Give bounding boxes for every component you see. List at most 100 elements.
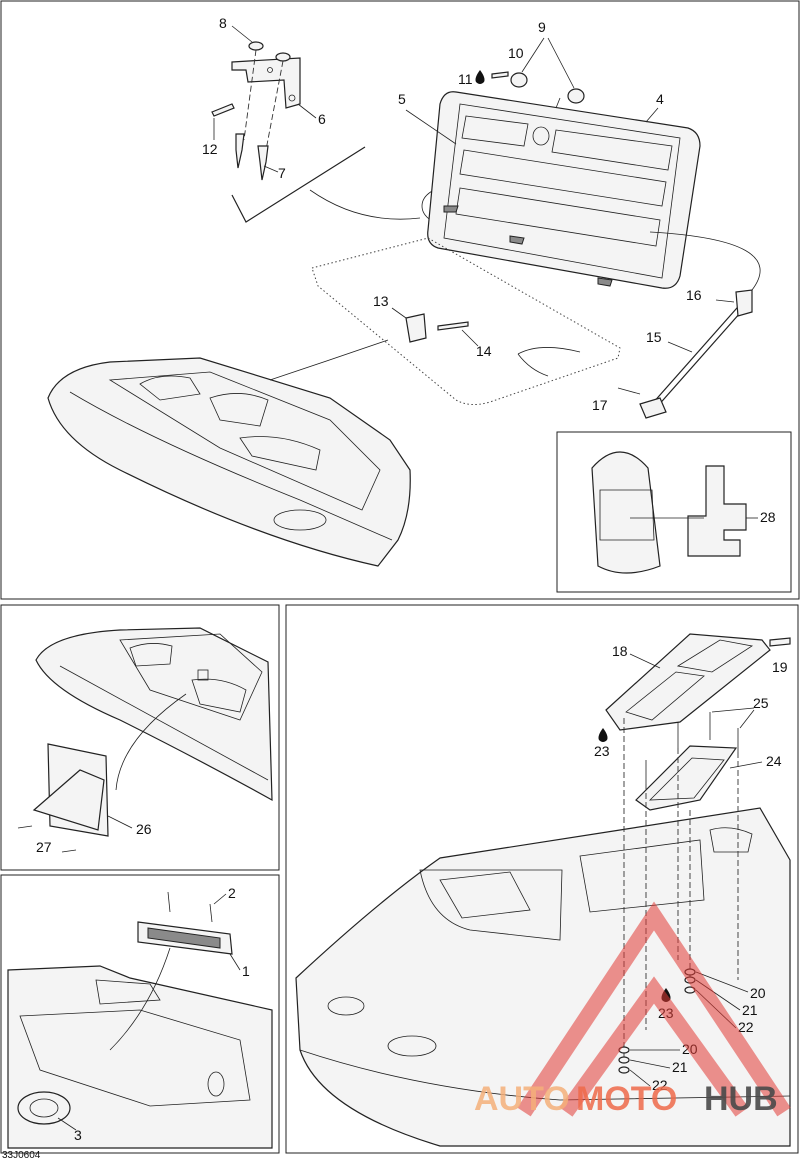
leader: [629, 1059, 671, 1069]
screw: [715, 299, 735, 303]
cockpit: [108, 371, 381, 511]
assembly-line: [243, 49, 257, 141]
bottom-left-drawing: [7, 891, 273, 1149]
watermark-moto: MOTO: [576, 1080, 677, 1118]
leader: [629, 653, 661, 669]
latch-tab: [597, 277, 613, 287]
strut-bracket: [639, 397, 667, 419]
callout-11: 11: [458, 71, 473, 87]
leader: [521, 37, 545, 73]
leader: [629, 1069, 651, 1087]
watermark-hub: HUB: [704, 1080, 778, 1118]
cover-inner: [147, 927, 221, 949]
screw: [491, 71, 509, 79]
hull-window: [273, 509, 327, 531]
seat: [129, 643, 173, 667]
lubricant-drop-icon: [598, 728, 608, 742]
screw: [167, 891, 171, 913]
hatch-marker: [197, 669, 209, 681]
watermark-triangle-icon: [517, 901, 791, 1117]
leader: [391, 307, 407, 319]
screw: [437, 321, 469, 331]
assembly-line: [265, 60, 284, 151]
leader-curve: [115, 693, 187, 791]
callout-1: 1: [242, 963, 250, 979]
callout-15: 15: [646, 329, 662, 345]
callout-20: 20: [750, 985, 766, 1001]
screw: [617, 387, 641, 395]
callout-4: 4: [656, 91, 664, 107]
panel-inset-28: [556, 431, 792, 593]
leader: [231, 25, 253, 43]
callout-27: 27: [36, 839, 52, 855]
lower-left-drawing: [17, 627, 273, 853]
bracket-hole: [267, 67, 273, 73]
door-rib: [551, 129, 673, 171]
latch-tab: [509, 235, 525, 245]
door-inner-rim: [443, 103, 681, 279]
washer: [248, 41, 264, 51]
hull-port: [207, 1071, 225, 1097]
cover-vent: [676, 639, 754, 673]
cockpit-recess: [419, 869, 563, 941]
inset-panel: [687, 465, 747, 557]
rotation-arrow: [517, 353, 549, 377]
rivet: [257, 145, 269, 181]
hull-port: [387, 1035, 437, 1057]
hatch-opening: [311, 237, 621, 406]
access-port-inner: [29, 1098, 59, 1118]
callout-21: 21: [742, 1002, 758, 1018]
engine-cover: [605, 633, 771, 731]
hull-port: [327, 996, 365, 1016]
watermark-inner-triangle-icon: [559, 976, 749, 1117]
cockpit: [19, 1009, 251, 1107]
boat-hull: [47, 357, 411, 567]
screw: [17, 825, 33, 829]
seat: [209, 393, 269, 427]
gas-strut: [655, 303, 749, 409]
rivet: [211, 103, 235, 117]
callout-14: 14: [476, 343, 492, 359]
screw: [209, 903, 213, 923]
leader-curve: [309, 189, 421, 220]
boat-hull: [35, 627, 273, 802]
callout-24: 24: [766, 753, 782, 769]
callout-26: 26: [136, 821, 152, 837]
bottom-left-callouts: 2 1 3: [57, 885, 250, 1143]
callout-13: 13: [373, 293, 389, 309]
callout-21-lower: 21: [672, 1059, 688, 1075]
gas-strut: [651, 299, 745, 405]
callout-19: 19: [772, 659, 788, 675]
rear-handle: [709, 827, 753, 853]
screw: [61, 849, 77, 853]
leader: [405, 109, 457, 145]
callout-18: 18: [612, 643, 628, 659]
callout-16: 16: [686, 287, 702, 303]
washer: [275, 52, 291, 62]
rear-deck: [295, 807, 791, 1147]
inset-cockpit: [599, 489, 655, 541]
callout-28: 28: [760, 509, 776, 525]
engine-hatch-recess: [579, 839, 705, 913]
callout-23: 23: [594, 743, 610, 759]
watermark-auto: AUTO: [474, 1080, 570, 1118]
right-panel-drawing: [295, 633, 791, 1147]
knob: [567, 88, 585, 104]
rivet: [235, 133, 245, 169]
hull-line: [69, 391, 393, 541]
watermark: AUTO MOTO HUB: [474, 901, 791, 1118]
detail-bracket: [231, 146, 366, 223]
leader: [547, 37, 575, 89]
callout-3: 3: [74, 1127, 82, 1143]
washer: [618, 1056, 630, 1064]
callout-17: 17: [592, 397, 608, 413]
leader: [555, 97, 561, 109]
hatch-cover: [32, 769, 105, 831]
leader: [57, 1117, 77, 1131]
seat: [239, 436, 321, 471]
door-hole: [532, 126, 550, 146]
leader: [107, 815, 133, 829]
callout-5: 5: [398, 91, 406, 107]
callout-12: 12: [202, 141, 218, 157]
